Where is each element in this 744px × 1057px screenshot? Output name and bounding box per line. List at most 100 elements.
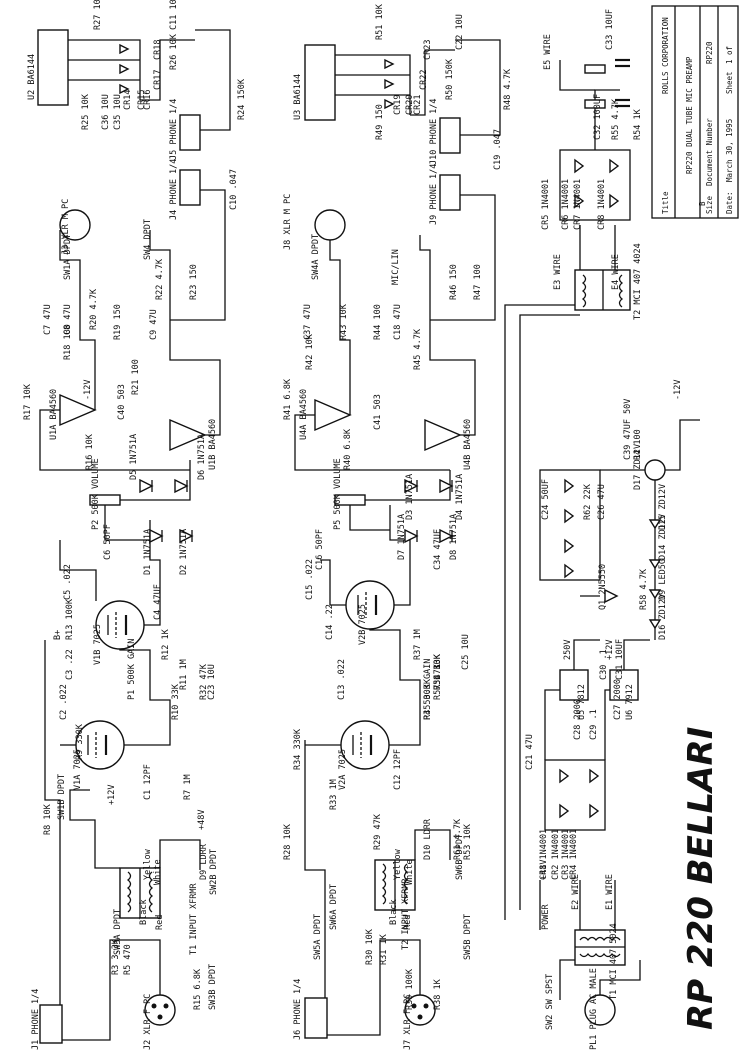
component-label: R42 10K — [305, 333, 315, 370]
power-led — [604, 588, 619, 604]
component-label: T2 INPUT XFRMR — [401, 877, 411, 950]
component-label: POWER — [541, 904, 551, 930]
component-label: D6 1N751A — [197, 434, 207, 480]
component-label: U2 BA6144 — [27, 54, 37, 100]
component-label: C21 47U — [525, 734, 535, 770]
j4-phone-jack — [179, 169, 201, 206]
component-label: C2 .022 — [59, 684, 69, 720]
component-label: V1B 7025 — [93, 624, 103, 665]
component-label: D17 ZD12V — [633, 444, 643, 490]
component-label: White — [405, 859, 415, 885]
component-label: R15 6.8K — [193, 968, 203, 1010]
component-label: J1 PHONE 1/4 — [31, 989, 41, 1050]
j1-phone-jack — [39, 1004, 63, 1044]
u3-ba6144 — [304, 44, 336, 121]
component-label: R32 47K — [199, 663, 209, 700]
component-label: C26 47U — [597, 484, 607, 520]
component-label: C12 12PF — [393, 749, 403, 790]
component-label: SW4A DPDT — [311, 234, 321, 280]
component-label: +12V — [605, 640, 615, 660]
component-label: C10 .047 — [229, 169, 239, 210]
component-label: SW4 DPDT — [143, 219, 153, 260]
d2-diode — [179, 528, 194, 544]
component-label: R50 150K — [445, 58, 455, 100]
component-label: CR7 1N4001 — [573, 179, 583, 230]
component-label: R51 10K — [375, 3, 385, 40]
component-label: D4 1N751A — [455, 474, 465, 520]
component-label: CR15 — [137, 90, 147, 110]
title-label: Title — [661, 191, 670, 214]
component-label: C16 50PF — [315, 529, 325, 570]
component-label: SW5B DPDT — [463, 914, 473, 960]
component-label: R47 100 — [473, 264, 483, 300]
component-label: R7 1M — [183, 774, 193, 800]
component-label: J7 XLR F PC — [403, 994, 413, 1050]
component-label: CR8 1N4001 — [597, 179, 607, 230]
component-label: Yellow — [393, 848, 403, 880]
u2-ba6144 — [37, 29, 69, 106]
component-label: R18 100 — [63, 324, 73, 360]
component-label: C13 .022 — [337, 659, 347, 700]
component-label: C25 10U — [461, 634, 471, 670]
svg-text:RP 220 BELLARI: RP 220 BELLARI — [681, 727, 721, 1030]
title-block: Title ROLLS CORPORATION RP220 DUAL TUBE … — [651, 5, 739, 219]
channel-2-circuit — [294, 39, 501, 1039]
component-label: R4 100 — [633, 429, 643, 460]
component-label: R19 150 — [113, 304, 123, 340]
sheet-size: B — [698, 201, 707, 206]
component-label: C33 10UF — [605, 9, 615, 50]
component-label: J4 PHONE 1/4 — [169, 159, 179, 220]
component-label: CR1 1N4001 — [539, 829, 549, 880]
j3-xlr-connector — [59, 209, 91, 241]
component-label: J9 PHONE 1/4 — [429, 164, 439, 225]
channel-1-circuit — [37, 29, 231, 1044]
component-label: R3 3.3K — [111, 938, 121, 975]
component-label: R53 10K — [463, 823, 473, 860]
d4-diode — [439, 528, 454, 544]
component-label: C34 47UF — [433, 529, 443, 570]
component-label: U1B BA4560 — [208, 419, 218, 470]
d7-diode — [404, 528, 419, 544]
component-label: R43 10K — [339, 303, 349, 340]
u6-regulator-7912 — [609, 669, 639, 701]
component-label: D2 1N751A — [179, 529, 189, 575]
component-label: C9 47U — [149, 309, 159, 340]
r54-resistor — [584, 99, 606, 109]
j5-phone-jack — [179, 114, 201, 151]
document-number: RP220 — [705, 41, 714, 64]
component-label: R26 10K — [169, 33, 179, 70]
component-label: R37 1M — [413, 629, 423, 660]
component-label: R5 470 — [123, 944, 133, 975]
bridge-rectifier-1 — [544, 759, 606, 831]
component-label: Red — [403, 915, 413, 930]
component-label: U1A BA4560 — [49, 389, 59, 440]
component-label: C28 2000 — [573, 699, 583, 740]
component-label: SW6A DPDT — [329, 884, 339, 930]
component-label: R41 6.8K — [283, 378, 293, 420]
component-label: J5 PHONE 1/4 — [169, 99, 179, 160]
component-label: R55 4.7K — [611, 98, 621, 140]
component-label: +48V — [539, 860, 549, 880]
component-label: R52 10K — [433, 653, 443, 690]
component-label: CR21 — [413, 95, 423, 115]
component-label: C15 .022 — [305, 559, 315, 600]
u1b-opamp — [169, 418, 207, 452]
d3-diode — [404, 478, 419, 494]
component-label: C22 10U — [455, 14, 465, 50]
component-label: C4 47UF — [153, 584, 163, 620]
component-label: D9 LED5G — [658, 559, 668, 600]
component-label: U5 7812 — [577, 684, 587, 720]
component-label: C23 10U — [207, 664, 217, 700]
component-label: T1 MCI 407 5024 — [609, 923, 619, 1000]
component-label: CR5 1N4001 — [541, 179, 551, 230]
d8-diode — [439, 478, 454, 494]
component-label: C40 503 — [117, 384, 127, 420]
component-label: T2 MCI 407 4024 — [633, 243, 643, 320]
component-label: R54 1K — [633, 108, 643, 140]
component-label: R25 10K — [81, 93, 91, 130]
component-label: R38 1K — [433, 978, 443, 1010]
component-label: R57 47K — [433, 663, 443, 700]
